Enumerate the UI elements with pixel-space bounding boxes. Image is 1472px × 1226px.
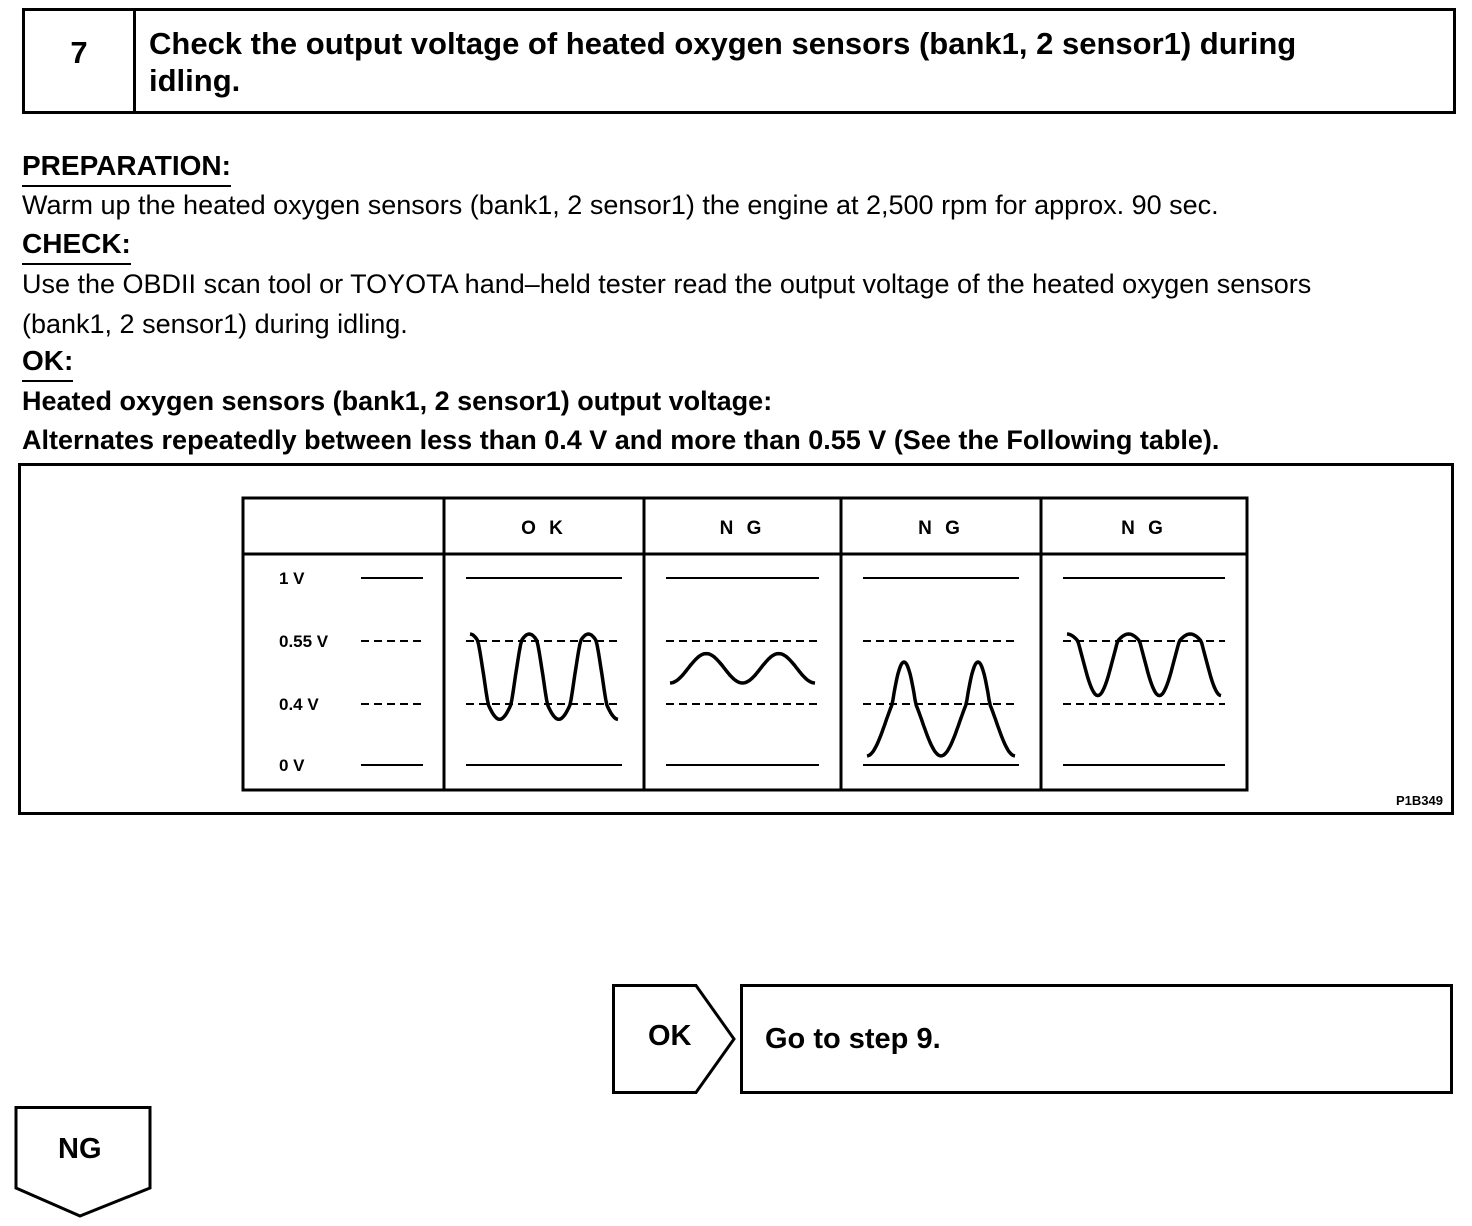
sensor-waveform [669, 651, 816, 685]
step-title-line-2: idling. [149, 63, 241, 98]
voltage-level-label: 0.55 V [279, 632, 329, 651]
table-frame [241, 496, 1249, 792]
column-header: N G [1121, 518, 1167, 539]
sensor-waveform [1066, 632, 1222, 698]
step-header-box: 7 Check the output voltage of heated oxy… [22, 8, 1456, 114]
figure-code: P1B349 [1396, 793, 1443, 808]
check-text-line-2: (bank1, 2 sensor1) during idling. [22, 309, 408, 339]
column-header: N G [918, 518, 964, 539]
waveform-table: 1 V 0.55 V 0.4 V 0 V O K N G N G N G [241, 496, 1249, 792]
ok-arrow-shape [612, 984, 736, 1094]
ok-branch-label: OK [648, 1020, 692, 1052]
ok-result-box: Go to step 9. [740, 984, 1453, 1094]
sensor-waveform [866, 660, 1016, 758]
step-title: Check the output voltage of heated oxyge… [149, 25, 1439, 99]
step-number: 7 [25, 11, 136, 111]
preparation-text: Warm up the heated oxygen sensors (bank1… [22, 190, 1219, 220]
ng-arrow-shape [14, 1106, 152, 1218]
sensor-waveform [469, 632, 619, 722]
check-heading: CHECK: [22, 228, 131, 265]
ok-spec-line-1: Heated oxygen sensors (bank1, 2 sensor1)… [22, 386, 773, 416]
step-title-line-1: Check the output voltage of heated oxyge… [149, 26, 1297, 61]
ok-heading: OK: [22, 345, 74, 382]
column-header: O K [521, 518, 567, 539]
ng-branch-label: NG [58, 1133, 102, 1165]
voltage-waveform-figure: 1 V 0.55 V 0.4 V 0 V O K N G N G N G P1B349 [18, 463, 1454, 815]
column-header: N G [720, 518, 766, 539]
ng-branch-tab: NG [12, 1106, 154, 1218]
ok-branch-tab: OK [612, 984, 738, 1094]
voltage-level-label: 1 V [279, 569, 305, 588]
ok-result-text: Go to step 9. [765, 1023, 941, 1055]
preparation-heading: PREPARATION: [22, 150, 231, 187]
voltage-level-label: 0 V [279, 756, 305, 775]
check-text-line-1: Use the OBDII scan tool or TOYOTA hand–h… [22, 269, 1312, 299]
ok-spec-line-2: Alternates repeatedly between less than … [22, 425, 1220, 455]
voltage-level-label: 0.4 V [279, 695, 319, 714]
